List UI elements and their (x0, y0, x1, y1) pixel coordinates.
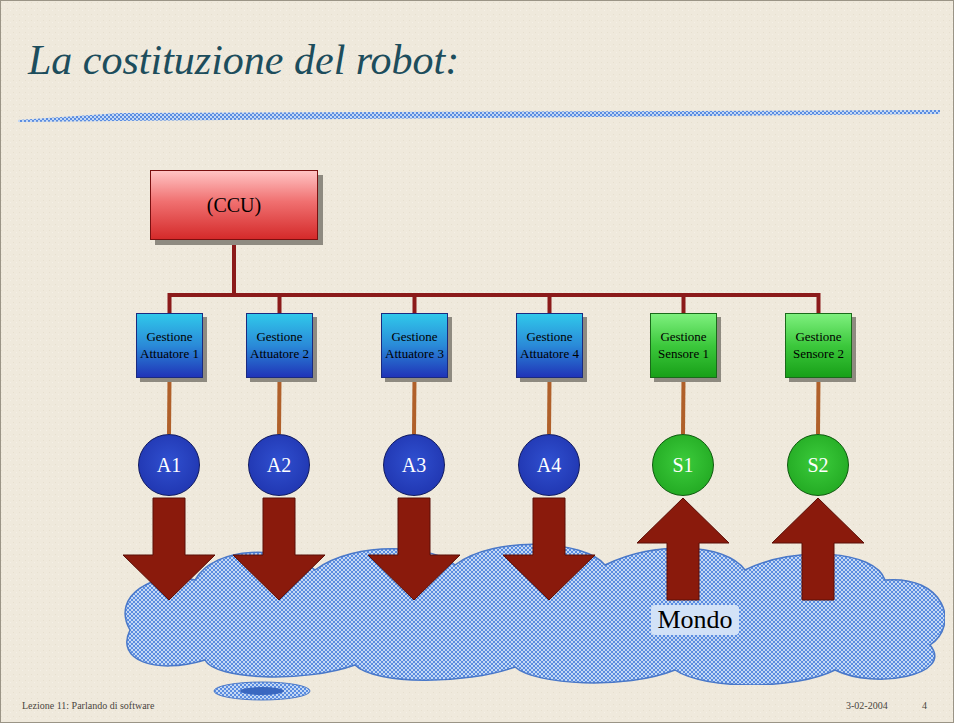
link-wire (681, 378, 686, 434)
output-arrow (233, 498, 325, 600)
title-rule (18, 110, 940, 122)
output-arrow (123, 498, 215, 600)
bus-wire (170, 240, 235, 313)
node-text: Mondo (651, 605, 738, 635)
footer-text: 3-02-2004 (846, 700, 888, 711)
small-puddle-core (240, 687, 284, 695)
output-arrow (368, 498, 460, 600)
node-text: A2 (267, 453, 291, 478)
actuator-manager-box: Gestione Attuatore 2 (246, 313, 313, 378)
node-text: S1 (672, 453, 693, 478)
link-wire (547, 378, 552, 434)
sensor-manager-box: Gestione Sensore 1 (650, 313, 717, 378)
node-text: Gestione Attuatore 1 (140, 329, 199, 362)
input-arrow (772, 498, 864, 600)
link-wire (816, 378, 821, 434)
link-wire (412, 378, 417, 434)
page-number: 4 (922, 700, 927, 711)
actuator-manager-box: Gestione Attuatore 4 (516, 313, 583, 378)
world-cloud: Mondo (115, 535, 945, 685)
actuator-circle: A4 (518, 434, 580, 496)
node-text: S2 (807, 453, 828, 478)
sensor-circle: S2 (787, 434, 849, 496)
node-text: Gestione Attuatore 4 (520, 329, 579, 362)
link-wire (277, 378, 282, 434)
output-arrow (503, 498, 595, 600)
bus-wire (234, 240, 550, 313)
sensor-manager-box: Gestione Sensore 2 (785, 313, 852, 378)
actuator-circle: A1 (138, 434, 200, 496)
node-text: Gestione Attuatore 3 (385, 329, 444, 362)
actuator-manager-box: Gestione Attuatore 1 (136, 313, 203, 378)
node-text: (CCU) (207, 193, 261, 218)
sensor-circle: S1 (652, 434, 714, 496)
bus-wire (234, 240, 684, 313)
control-unit-box: (CCU) (150, 170, 318, 240)
cloud-shape (125, 544, 945, 685)
bus-wire (234, 240, 280, 313)
small-puddle (214, 682, 310, 700)
actuator-circle: A2 (248, 434, 310, 496)
slide-title: La costituzione del robot: (28, 36, 459, 84)
actuator-manager-box: Gestione Attuatore 3 (381, 313, 448, 378)
cloud-outline (115, 535, 945, 685)
link-wire (167, 378, 172, 434)
bus-wire (234, 240, 819, 313)
node-text: A3 (402, 453, 426, 478)
node-text: Gestione Sensore 1 (654, 329, 713, 362)
node-text: Gestione Sensore 2 (789, 329, 848, 362)
actuator-circle: A3 (383, 434, 445, 496)
node-text: A4 (537, 453, 561, 478)
bus-wire (234, 240, 415, 313)
node-text: A1 (157, 453, 181, 478)
node-text: Gestione Attuatore 2 (250, 329, 309, 362)
input-arrow (637, 498, 729, 600)
footer-text: Lezione 11: Parlando di software (22, 700, 154, 711)
